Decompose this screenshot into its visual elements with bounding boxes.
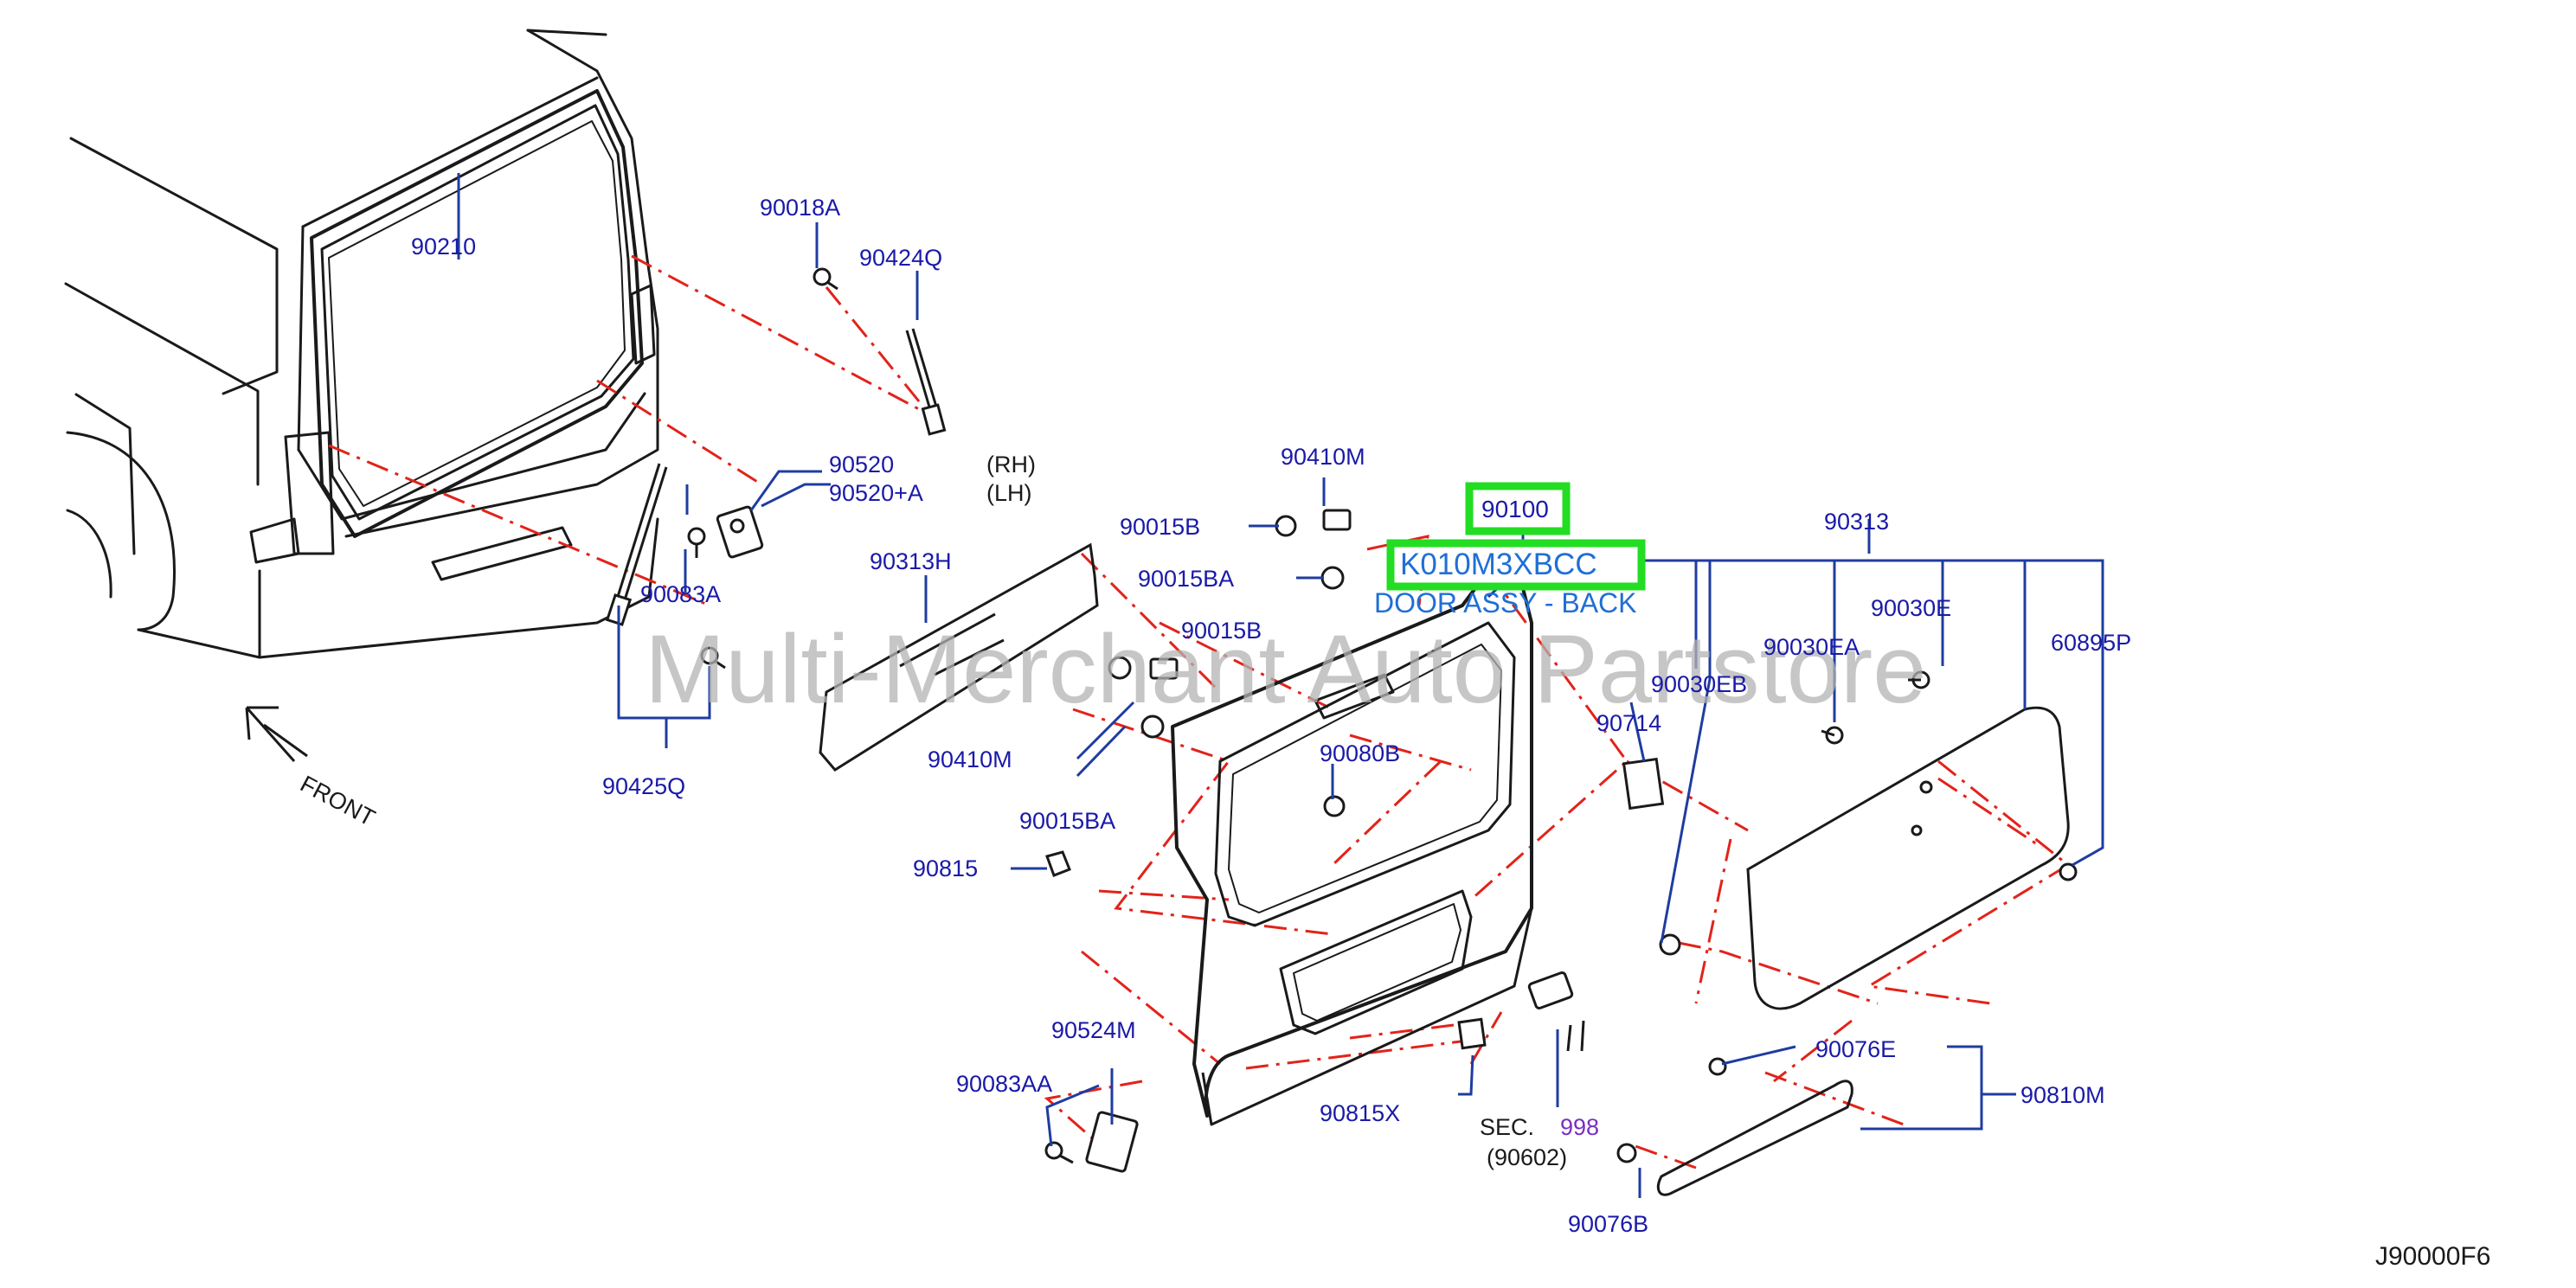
sec-prefix: SEC. [1480, 1114, 1534, 1140]
rear-window-glass [1746, 706, 2070, 1010]
callout-90313[interactable]: 90313 [1824, 509, 1889, 535]
callout-90076E[interactable]: 90076E [1815, 1036, 1896, 1062]
callout-90083AA[interactable]: 90083AA [956, 1071, 1052, 1097]
front-label: FRONT [296, 771, 379, 831]
callout-90815[interactable]: 90815 [913, 855, 978, 881]
callout-90080B[interactable]: 90080B [1320, 740, 1400, 766]
callout-90425Q[interactable]: 90425Q [602, 773, 685, 799]
callout-90030E[interactable]: 90030E [1871, 595, 1951, 621]
garnish-90810M [1656, 1080, 1853, 1196]
leader-lines [457, 173, 2104, 1198]
vehicle-body-drawing [64, 29, 659, 659]
callout-90524M[interactable]: 90524M [1051, 1017, 1136, 1043]
callout-90520[interactable]: 90520 [829, 452, 894, 477]
callout-90015B-mid[interactable]: 90015B [1181, 618, 1262, 644]
callout-90520A[interactable]: 90520+A [829, 480, 923, 506]
callout-90015BA-mid[interactable]: 90015BA [1019, 808, 1115, 834]
qualifier-rh: (RH) [986, 452, 1036, 477]
callout-60895P[interactable]: 60895P [2051, 630, 2131, 656]
callout-90714[interactable]: 90714 [1596, 710, 1661, 736]
front-arrow-icon [245, 706, 308, 762]
callout-90030EA[interactable]: 90030EA [1763, 634, 1860, 660]
watermark: Multi-Merchant Auto Partstore [645, 615, 1926, 723]
callout-90810M[interactable]: 90810M [2020, 1082, 2105, 1108]
callout-90076B[interactable]: 90076B [1568, 1211, 1648, 1237]
highlight-description: DOOR ASSY - BACK [1374, 587, 1637, 618]
sec-number-link[interactable]: 998 [1560, 1114, 1599, 1140]
highlighted-part[interactable]: 90100 K010M3XBCC DOOR ASSY - BACK [1374, 482, 1646, 618]
qualifier-lh: (LH) [986, 480, 1032, 506]
phantom-lines [328, 254, 2071, 1169]
callout-labels: 90210 90018A 90424Q 90520 90520+A 90083A… [411, 195, 2131, 1237]
highlight-oem-code[interactable]: K010M3XBCC [1400, 548, 1597, 581]
callout-90210[interactable]: 90210 [411, 234, 476, 260]
highlight-part-number[interactable]: 90100 [1481, 496, 1549, 522]
callout-90030EB[interactable]: 90030EB [1651, 671, 1747, 697]
callout-90083A[interactable]: 90083A [640, 581, 721, 607]
section-reference: SEC. 998 (90602) [1480, 1114, 1599, 1170]
callout-90815X[interactable]: 90815X [1320, 1100, 1400, 1126]
callout-90410M-mid[interactable]: 90410M [928, 747, 1012, 772]
small-hardware [605, 267, 2078, 1173]
callout-90410M-top[interactable]: 90410M [1281, 444, 1365, 470]
highlight-oem-code-box [1386, 539, 1646, 591]
callout-90015BA-top[interactable]: 90015BA [1138, 566, 1234, 592]
callout-90313H[interactable]: 90313H [870, 548, 952, 574]
callout-90424Q[interactable]: 90424Q [859, 245, 942, 271]
callout-90015B-top[interactable]: 90015B [1120, 514, 1200, 540]
sec-ref: (90602) [1487, 1144, 1567, 1170]
trim-panel-90313H [819, 542, 1099, 772]
callout-90018A[interactable]: 90018A [760, 195, 840, 221]
drawing-code: J90000F6 [2375, 1242, 2490, 1271]
side-qualifiers: (RH) (LH) [986, 452, 1036, 506]
highlight-part-number-box [1465, 482, 1571, 535]
